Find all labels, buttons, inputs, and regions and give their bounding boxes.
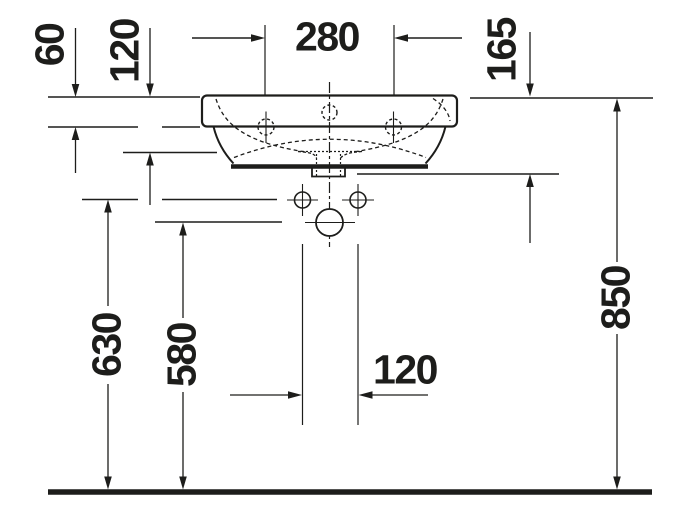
- dim-label-floor-to-drain-center: 580: [158, 322, 205, 388]
- dim-label-rim-band-height: 60: [26, 22, 73, 68]
- dim-label-tap-hole-spacing: 280: [294, 13, 360, 60]
- basin-hidden-lines: [215, 97, 451, 176]
- drain-outlet: [305, 208, 355, 237]
- dim-label-rim-to-underside: 165: [478, 17, 525, 83]
- dim-line-850: [613, 98, 621, 490]
- dim-label-floor-to-fixing-holes: 630: [83, 312, 130, 378]
- dim-line-120-left: [146, 28, 154, 205]
- dim-line-580: [179, 222, 187, 490]
- tap-holes: [257, 104, 403, 143]
- reference-lines: [48, 96, 653, 223]
- fixing-holes: [287, 184, 374, 216]
- dim-line-60: [71, 28, 80, 173]
- dim-line-165: [526, 32, 534, 243]
- dim-line-120-bottom: [230, 244, 428, 425]
- dim-line-630: [104, 199, 112, 490]
- dim-label-floor-to-rim: 850: [592, 265, 639, 331]
- dim-label-fixing-hole-spacing: 120: [372, 346, 438, 393]
- dim-line-280: [192, 25, 462, 95]
- dim-label-rim-to-outlet: 120: [101, 18, 148, 84]
